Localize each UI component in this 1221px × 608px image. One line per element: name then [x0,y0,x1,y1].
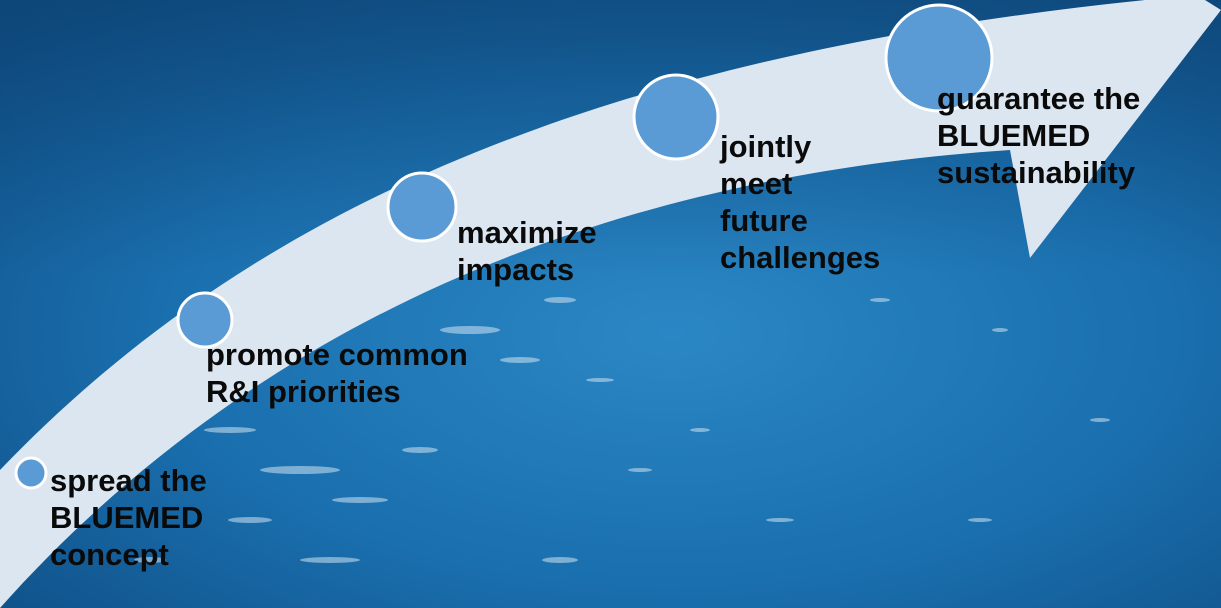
foam-streak [542,557,578,563]
foam-streak [690,428,710,432]
circle-marker-icon [176,291,234,349]
foam-streak [870,298,890,302]
foam-streak [402,447,438,453]
foam-streak [766,518,794,522]
circle-marker-icon [884,3,994,113]
foam-streak [204,427,256,433]
step-label-spread-concept: spread the BLUEMED concept [50,463,207,572]
foam-streak [300,557,360,563]
foam-streak [134,557,166,563]
foam-streak [260,466,340,474]
foam-streak [228,517,272,523]
foam-streak [1090,418,1110,422]
foam-streak [440,326,500,334]
step-label-guarantee-sustainability: guarantee the BLUEMED sustainability [937,81,1141,190]
foam-streak [968,518,992,522]
foam-streak [586,378,614,382]
step-markers [14,3,994,490]
circle-marker-icon [386,171,458,243]
step-label-promote-priorities: promote common R&I priorities [206,337,468,409]
foam-streak [544,297,576,303]
step-label-maximize-impacts: maximize impacts [457,215,597,287]
foam-streak [500,357,540,363]
foam-streak [332,497,388,503]
foam-streak [992,328,1008,332]
foam-streak [628,468,652,472]
step-label-meet-challenges: jointly meet future challenges [720,129,881,275]
circle-marker-icon [14,456,48,490]
circle-marker-icon [632,73,720,161]
